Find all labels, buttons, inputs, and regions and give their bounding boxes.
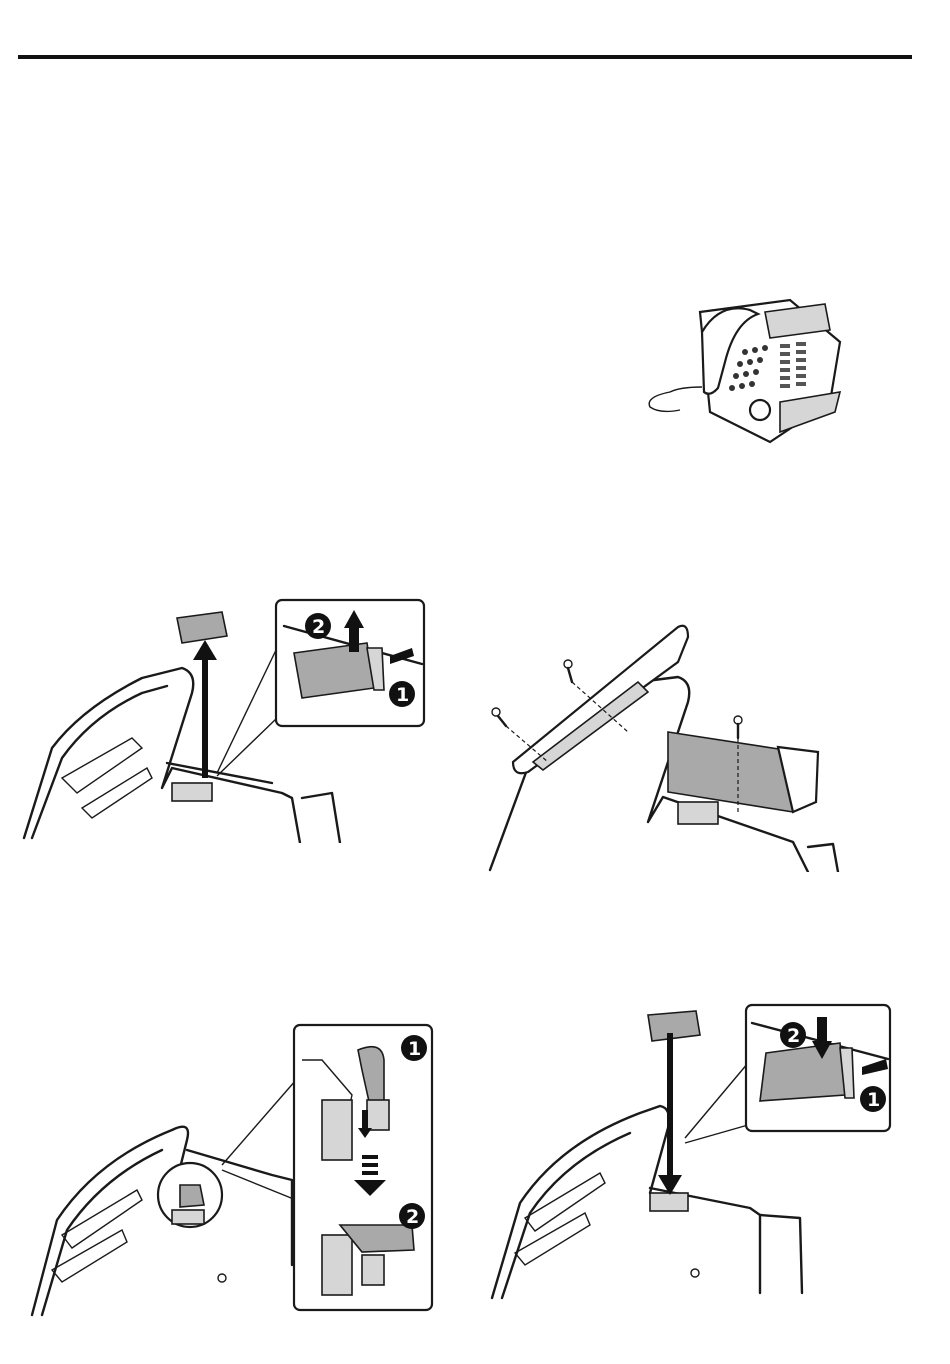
step-remove-cover-figure: 2 1	[22, 598, 432, 843]
callout-1-badge: 1	[401, 1035, 427, 1061]
svg-text:2: 2	[312, 616, 325, 638]
callout-2-badge: 2	[780, 1022, 806, 1048]
step-attach-module-figure	[488, 622, 878, 872]
step-connect-cable-figure: 1 2	[22, 1020, 437, 1320]
svg-text:1: 1	[867, 1089, 880, 1111]
callout-1-badge: 1	[860, 1086, 886, 1112]
header-rule	[18, 55, 912, 59]
svg-text:1: 1	[396, 684, 409, 706]
callout-2-badge: 2	[399, 1203, 425, 1229]
svg-text:2: 2	[406, 1206, 419, 1228]
step-replace-cover-figure: 2 1	[490, 1003, 895, 1301]
callout-2-badge: 2	[305, 613, 331, 639]
callout-1-badge: 1	[389, 681, 415, 707]
telephone-illustration	[640, 292, 845, 452]
svg-text:2: 2	[787, 1025, 800, 1047]
svg-text:1: 1	[408, 1038, 421, 1060]
